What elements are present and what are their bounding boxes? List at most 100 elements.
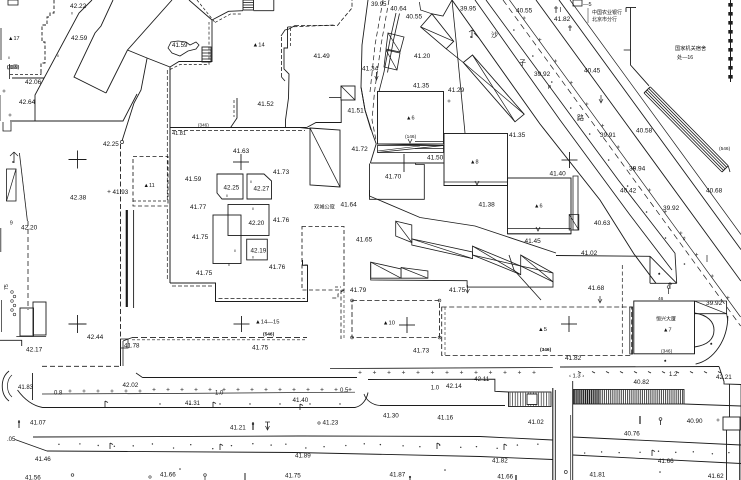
- svg-text:‖: ‖: [8, 55, 10, 60]
- svg-text:▲8: ▲8: [470, 160, 479, 166]
- svg-text:1.2: 1.2: [669, 372, 678, 378]
- svg-text:41.79: 41.79: [350, 287, 367, 294]
- svg-text:41.89: 41.89: [295, 453, 311, 460]
- svg-text:41.76: 41.76: [273, 217, 290, 224]
- svg-text:41.82: 41.82: [492, 458, 508, 465]
- svg-text:41.51: 41.51: [348, 108, 365, 115]
- svg-text:‹ 1.3 ›: ‹ 1.3 ›: [569, 374, 584, 380]
- svg-text:‖: ‖: [228, 262, 230, 267]
- svg-text:41.64: 41.64: [341, 202, 358, 209]
- svg-text:♠: ♠: [664, 358, 667, 363]
- svg-text:41.52: 41.52: [258, 101, 275, 108]
- svg-text:♠: ♠: [710, 341, 713, 346]
- svg-text:41.70: 41.70: [385, 174, 402, 181]
- svg-text:沙: 沙: [491, 31, 498, 39]
- svg-text:(546): (546): [263, 332, 275, 338]
- svg-text:39.92: 39.92: [534, 71, 551, 78]
- svg-text:恒兴大厦: 恒兴大厦: [656, 316, 676, 323]
- svg-text:41.75: 41.75: [285, 473, 301, 480]
- svg-text:0.5: 0.5: [340, 388, 349, 394]
- svg-text:.05: .05: [7, 437, 16, 443]
- svg-text:42.25: 42.25: [103, 141, 119, 148]
- svg-text:41.16: 41.16: [437, 415, 453, 422]
- svg-text:41.38: 41.38: [479, 202, 496, 209]
- svg-text:41.81: 41.81: [172, 131, 186, 137]
- svg-text:▲10: ▲10: [383, 321, 395, 327]
- svg-text:39.92: 39.92: [706, 300, 723, 307]
- svg-text:▲14: ▲14: [253, 43, 266, 49]
- svg-text:41.77: 41.77: [190, 204, 207, 211]
- svg-text:▲7: ▲7: [663, 328, 672, 334]
- svg-text:41.21: 41.21: [230, 425, 246, 432]
- svg-text:41.02: 41.02: [528, 419, 544, 426]
- svg-text:41.30: 41.30: [383, 413, 399, 420]
- svg-text:42.64: 42.64: [19, 99, 36, 106]
- svg-text:1.0: 1.0: [215, 391, 224, 397]
- svg-text:—5: —5: [583, 2, 592, 8]
- svg-text:-42.11: -42.11: [472, 376, 490, 383]
- svg-text:41.02: 41.02: [581, 250, 598, 257]
- svg-text:41.78: 41.78: [124, 343, 140, 350]
- svg-text:▲6: ▲6: [406, 116, 415, 122]
- svg-text:‖: ‖: [252, 206, 254, 211]
- svg-text:41.75: 41.75: [196, 270, 213, 277]
- svg-text:中国农业银行: 中国农业银行: [592, 9, 622, 16]
- svg-text:46: 46: [658, 296, 664, 302]
- svg-text:40.55: 40.55: [406, 14, 423, 21]
- svg-text:子: 子: [519, 59, 526, 67]
- svg-text:41.35: 41.35: [413, 83, 430, 90]
- svg-text:41.45: 41.45: [525, 238, 542, 245]
- svg-text:41.87: 41.87: [390, 472, 406, 479]
- svg-text:‖: ‖: [234, 248, 236, 253]
- svg-text:41.81: 41.81: [590, 472, 606, 479]
- svg-text:41.40: 41.40: [293, 397, 309, 404]
- svg-text:42.17: 42.17: [26, 347, 43, 354]
- svg-text:42.20: 42.20: [249, 220, 265, 227]
- svg-text:40.63: 40.63: [594, 220, 611, 227]
- svg-text:(146): (146): [405, 134, 417, 140]
- svg-text:41.49: 41.49: [314, 53, 331, 60]
- svg-text:41.07: 41.07: [30, 420, 46, 427]
- svg-text:♠: ♠: [658, 271, 661, 276]
- svg-text:40.76: 40.76: [624, 431, 640, 438]
- svg-text:40.90: 40.90: [687, 418, 703, 425]
- svg-text:(346): (346): [661, 349, 673, 355]
- svg-text:北京市分行: 北京市分行: [592, 16, 617, 23]
- svg-text:39.92: 39.92: [663, 205, 680, 212]
- svg-text:0.8: 0.8: [54, 391, 63, 397]
- svg-text:40.45: 40.45: [584, 68, 601, 75]
- svg-text:41.76: 41.76: [269, 264, 286, 271]
- svg-text:75: 75: [4, 284, 10, 290]
- svg-text:国家机关宿舍: 国家机关宿舍: [675, 44, 707, 52]
- svg-text:p: p: [548, 84, 551, 90]
- svg-text:路: 路: [577, 113, 584, 122]
- svg-text:42.44: 42.44: [87, 334, 104, 341]
- svg-text:40.64: 40.64: [390, 6, 407, 13]
- svg-text:41.62: 41.62: [708, 473, 724, 480]
- svg-text:‖: ‖: [252, 255, 254, 260]
- svg-text:41.35: 41.35: [509, 132, 526, 139]
- svg-text:42.06: 42.06: [25, 79, 42, 86]
- svg-text:41.46: 41.46: [35, 456, 51, 463]
- svg-text:41.31: 41.31: [185, 401, 201, 407]
- svg-text:42.59: 42.59: [71, 35, 88, 42]
- svg-text:9: 9: [10, 221, 13, 227]
- svg-text:双城公寇: 双城公寇: [314, 203, 335, 211]
- svg-text:(346): (346): [198, 123, 209, 128]
- svg-text:39.95: 39.95: [460, 6, 477, 13]
- svg-text:40.55: 40.55: [516, 8, 533, 15]
- svg-text:41.83: 41.83: [18, 385, 34, 391]
- svg-text:▲17: ▲17: [8, 36, 20, 42]
- svg-text:41.66: 41.66: [160, 472, 176, 479]
- svg-text:39.95: 39.95: [371, 1, 387, 8]
- svg-text:41.34: 41.34: [362, 66, 379, 73]
- svg-text:41.29: 41.29: [448, 87, 465, 94]
- svg-text:42.27: 42.27: [254, 186, 270, 193]
- svg-text:41.63: 41.63: [233, 148, 250, 155]
- svg-text:41.82: 41.82: [554, 16, 571, 23]
- svg-text:40.82: 40.82: [634, 379, 650, 386]
- svg-text:▲14—15: ▲14—15: [255, 320, 279, 326]
- svg-text:‖: ‖: [57, 53, 59, 58]
- svg-text:42.02: 42.02: [123, 382, 139, 389]
- svg-text:(加固): (加固): [7, 64, 20, 71]
